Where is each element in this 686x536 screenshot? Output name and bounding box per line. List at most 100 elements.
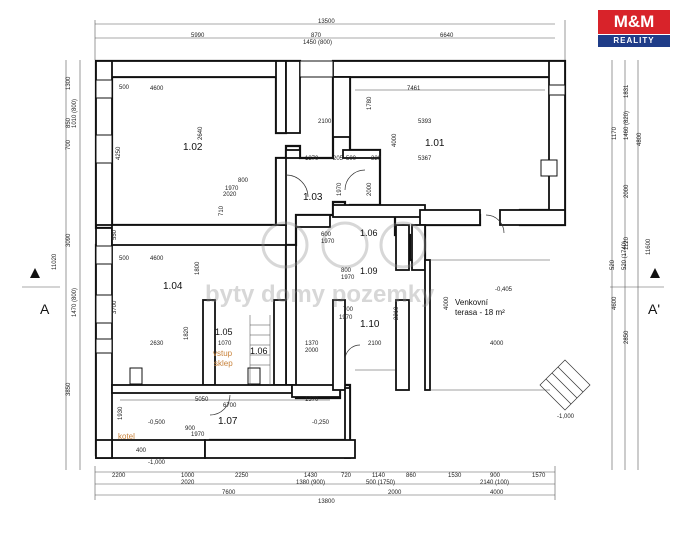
interior-lines [120, 89, 550, 401]
svg-text:5393: 5393 [418, 119, 432, 125]
svg-text:4000: 4000 [490, 490, 504, 496]
svg-text:1970: 1970 [341, 275, 355, 281]
svg-text:4600: 4600 [150, 86, 164, 92]
section-arrows [30, 268, 660, 278]
svg-text:2020: 2020 [181, 480, 195, 486]
svg-text:2100: 2100 [318, 119, 332, 125]
svg-text:600: 600 [321, 232, 332, 238]
level-marks: -0,500 -0,250 -1,000 -1,000 [148, 414, 575, 466]
svg-text:500 (1750): 500 (1750) [366, 480, 395, 486]
svg-text:850: 850 [66, 117, 72, 128]
svg-text:-0,500: -0,500 [148, 420, 166, 426]
svg-text:1530: 1530 [448, 473, 462, 479]
svg-text:4600: 4600 [150, 256, 164, 262]
watermark-text: byty domy pozemky [205, 281, 435, 308]
svg-text:1970: 1970 [321, 239, 335, 245]
svg-text:800: 800 [341, 268, 352, 274]
svg-text:7600: 7600 [222, 490, 236, 496]
terrace-level: -0,405 [495, 287, 513, 293]
svg-text:4250: 4250 [116, 146, 122, 160]
svg-text:2640: 2640 [198, 126, 204, 140]
svg-text:1070: 1070 [218, 341, 232, 347]
svg-text:4000: 4000 [444, 296, 450, 310]
svg-text:1430: 1430 [304, 473, 318, 479]
svg-text:11020: 11020 [52, 253, 58, 270]
svg-text:2210: 2210 [394, 306, 400, 320]
wall-segments [95, 60, 566, 459]
svg-text:1831: 1831 [624, 84, 630, 98]
svg-text:2850: 2850 [624, 330, 630, 344]
svg-text:13500: 13500 [318, 19, 335, 25]
svg-text:5050: 5050 [195, 397, 209, 403]
svg-text:4600: 4600 [612, 296, 618, 310]
svg-text:1380 (900): 1380 (900) [296, 480, 325, 486]
svg-text:1970: 1970 [225, 186, 239, 192]
svg-text:2000: 2000 [624, 184, 630, 198]
room-1-02: 1.02 [183, 142, 203, 153]
svg-text:500: 500 [119, 256, 130, 262]
svg-text:7461: 7461 [407, 86, 421, 92]
svg-text:2200: 2200 [112, 473, 126, 479]
svg-text:-1,000: -1,000 [557, 414, 575, 420]
svg-text:1820: 1820 [184, 326, 190, 340]
room-1-01: 1.01 [425, 138, 445, 149]
exterior-stairs [539, 359, 591, 411]
svg-text:700: 700 [343, 307, 354, 313]
svg-text:520: 520 [610, 259, 616, 270]
svg-text:1800: 1800 [195, 261, 201, 275]
room-1-10: 1.10 [360, 319, 380, 330]
room-1-09: 1.09 [360, 266, 378, 276]
svg-text:4000: 4000 [392, 133, 398, 147]
svg-text:205: 205 [333, 156, 344, 162]
dimension-texts: 13500 5990 870 1450 (800) 6640 2200 1000… [52, 19, 652, 505]
label-vstup: vstup [213, 349, 233, 358]
watermark: byty domy pozemky [205, 221, 435, 308]
svg-text:1370: 1370 [305, 341, 319, 347]
svg-text:1970: 1970 [191, 432, 205, 438]
svg-text:1970: 1970 [339, 315, 353, 321]
svg-text:5367: 5367 [418, 156, 432, 162]
svg-text:1570: 1570 [532, 473, 546, 479]
svg-text:700: 700 [66, 139, 72, 150]
svg-text:400: 400 [136, 448, 147, 454]
terrace-line-1: Venkovní [455, 298, 489, 307]
dimension-lines [22, 20, 664, 500]
svg-text:900: 900 [490, 473, 501, 479]
mm-reality-logo: M&M REALITY [598, 10, 670, 48]
room-1-05: 1.05 [215, 327, 233, 337]
svg-text:500: 500 [346, 156, 357, 162]
svg-text:1120: 1120 [624, 236, 630, 250]
svg-text:2020: 2020 [223, 192, 237, 198]
svg-text:3090: 3090 [66, 233, 72, 247]
svg-text:6640: 6640 [440, 33, 454, 39]
svg-text:2000: 2000 [305, 348, 319, 354]
svg-text:1370: 1370 [305, 156, 319, 162]
svg-text:1930: 1930 [118, 406, 124, 420]
svg-text:550: 550 [112, 229, 118, 240]
logo-sub: REALITY [598, 35, 670, 47]
svg-text:3850: 3850 [66, 382, 72, 396]
terrace-line-2: terasa - 18 m² [455, 308, 505, 317]
svg-text:2000: 2000 [388, 490, 402, 496]
svg-text:2100: 2100 [368, 341, 382, 347]
svg-text:900: 900 [185, 426, 196, 432]
svg-text:500: 500 [119, 85, 130, 91]
svg-text:320: 320 [371, 156, 382, 162]
svg-text:520 (1740): 520 (1740) [622, 241, 628, 270]
svg-text:-0,250: -0,250 [312, 420, 330, 426]
terrace-label: Venkovní terasa - 18 m² -0,405 [455, 287, 513, 317]
svg-text:1170: 1170 [612, 126, 618, 140]
svg-text:1000: 1000 [181, 473, 195, 479]
svg-text:800: 800 [238, 178, 249, 184]
svg-text:2140 (100): 2140 (100) [480, 480, 509, 486]
svg-text:2630: 2630 [150, 341, 164, 347]
svg-text:6700: 6700 [223, 403, 237, 409]
svg-text:1370: 1370 [305, 397, 319, 403]
room-labels: 1.02 1.01 1.03 1.04 1.05 1.06 1.06 1.07 … [118, 138, 445, 441]
room-1-06-b: 1.06 [250, 346, 268, 356]
room-1-06-a: 1.06 [360, 228, 378, 238]
section-mark-a-prime: A' [648, 301, 660, 317]
svg-text:2000: 2000 [367, 182, 373, 196]
svg-text:11600: 11600 [646, 238, 652, 255]
